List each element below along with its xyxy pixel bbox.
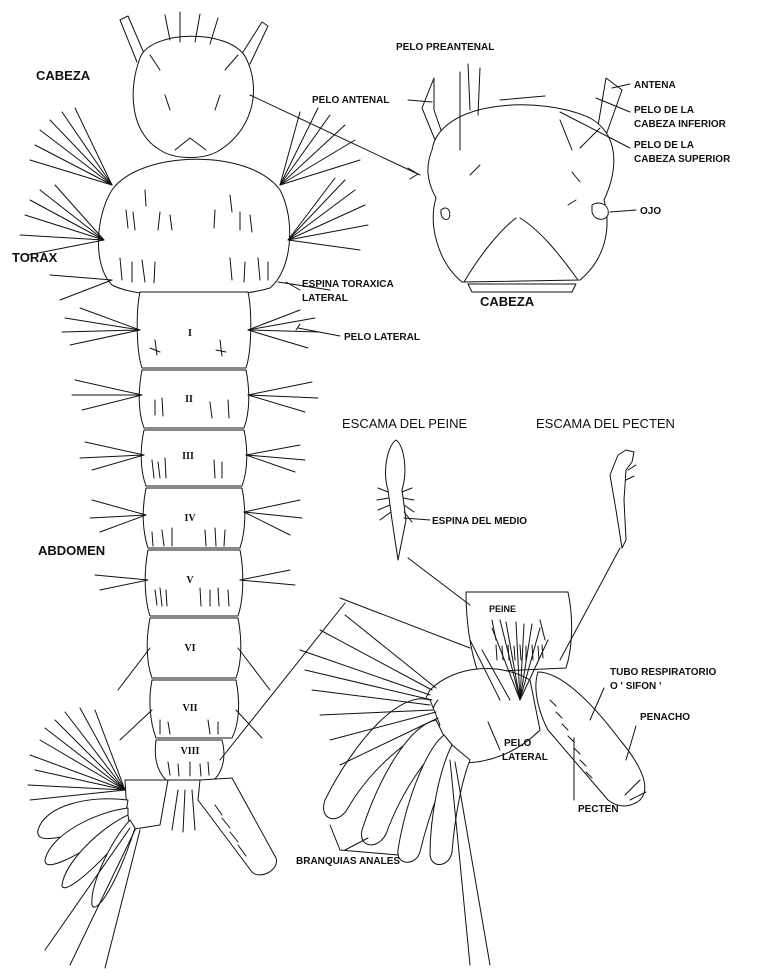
larva-body: I II III IV V VI VII VIII bbox=[20, 12, 368, 968]
head-to-detail-line bbox=[250, 95, 420, 175]
comb-scale-shape bbox=[386, 440, 406, 560]
detail-head-capsule bbox=[428, 105, 614, 282]
label-tubo-respiratorio-1: TUBO RESPIRATORIO bbox=[610, 667, 717, 678]
pointer-espina bbox=[286, 282, 300, 290]
pointer-branquias-1 bbox=[330, 825, 340, 850]
detail-eye-left bbox=[441, 208, 450, 220]
pecten-scale bbox=[610, 450, 636, 548]
label-ojo: OJO bbox=[640, 206, 661, 217]
segment-label: VIII bbox=[181, 746, 200, 757]
label-pelo-lateral-1: PELO bbox=[504, 738, 531, 749]
pointer-pelo-lateral-arrow bbox=[296, 324, 300, 330]
label-pelo-lateral-2: LATERAL bbox=[502, 752, 548, 763]
label-antena: ANTENA bbox=[634, 80, 676, 91]
label-espina-toraxica-2: LATERAL bbox=[302, 293, 348, 304]
pointer-ojo bbox=[610, 210, 636, 212]
segment-label: VI bbox=[184, 643, 195, 654]
label-pelo-cabeza-inferior-2: CABEZA INFERIOR bbox=[634, 119, 727, 130]
pointer-branquias-2 bbox=[345, 838, 368, 850]
detail-siphon bbox=[536, 672, 645, 806]
larva-thorax bbox=[98, 159, 289, 296]
label-pelo-lateral-abdomen: PELO LATERAL bbox=[344, 332, 420, 343]
larva-anal-region bbox=[28, 708, 277, 968]
label-escama-pecten: ESCAMA DEL PECTEN bbox=[536, 416, 675, 431]
pointer-espina-medio bbox=[404, 518, 430, 520]
comb-scale bbox=[377, 440, 414, 560]
label-espina-toraxica-1: ESPINA TORAXICA bbox=[302, 279, 394, 290]
label-peine: PEINE bbox=[489, 604, 516, 614]
pecten-scale-shape bbox=[610, 450, 634, 548]
segment-II bbox=[139, 370, 249, 428]
thorax-setae-left bbox=[20, 108, 112, 300]
label-pecten: PECTEN bbox=[578, 804, 619, 815]
head-detail bbox=[422, 64, 622, 292]
segment-label: III bbox=[182, 451, 194, 462]
label-torax: TORAX bbox=[12, 250, 58, 265]
pecten-scale-tooth bbox=[626, 476, 634, 480]
label-penacho: PENACHO bbox=[640, 712, 690, 723]
label-pelo-cabeza-inferior-1: PELO DE LA bbox=[634, 105, 694, 116]
label-escama-peine: ESCAMA DEL PEINE bbox=[342, 416, 468, 431]
segment-label: II bbox=[185, 394, 193, 405]
label-branquias-anales: BRANQUIAS ANALES bbox=[296, 856, 400, 867]
segment-I bbox=[137, 292, 251, 368]
label-pelo-preantenal: PELO PREANTENAL bbox=[396, 42, 494, 53]
label-abdomen: ABDOMEN bbox=[38, 543, 105, 558]
label-pelo-cabeza-superior-1: PELO DE LA bbox=[634, 140, 694, 151]
terminal-detail bbox=[300, 592, 646, 965]
pointer-segment-VIII-zoom bbox=[340, 598, 470, 648]
pointer-branquias-3 bbox=[340, 850, 398, 855]
detail-eye bbox=[592, 203, 608, 219]
detail-segment-VIII bbox=[466, 592, 572, 672]
label-pelo-cabeza-superior-2: CABEZA SUPERIOR bbox=[634, 154, 731, 165]
label-cabeza-detalle: CABEZA bbox=[480, 294, 535, 309]
segment-label: I bbox=[188, 328, 192, 339]
larva-head bbox=[133, 36, 253, 157]
label-espina-medio: ESPINA DEL MEDIO bbox=[432, 516, 527, 527]
label-tubo-respiratorio-2: O ' SIFON ' bbox=[610, 681, 661, 692]
segment-V bbox=[145, 550, 243, 616]
detail-head-collar bbox=[468, 284, 576, 292]
larva-siphon bbox=[198, 778, 277, 875]
segment-label: V bbox=[186, 575, 194, 586]
thorax-setae-right bbox=[278, 108, 368, 290]
pointer-comb-scale bbox=[408, 558, 470, 605]
segment-III bbox=[141, 430, 247, 486]
label-cabeza: CABEZA bbox=[36, 68, 91, 83]
label-pelo-antenal: PELO ANTENAL bbox=[312, 95, 389, 106]
detail-bar-hair bbox=[500, 96, 545, 100]
segment-label: VII bbox=[182, 703, 197, 714]
segment-label: IV bbox=[184, 513, 196, 524]
